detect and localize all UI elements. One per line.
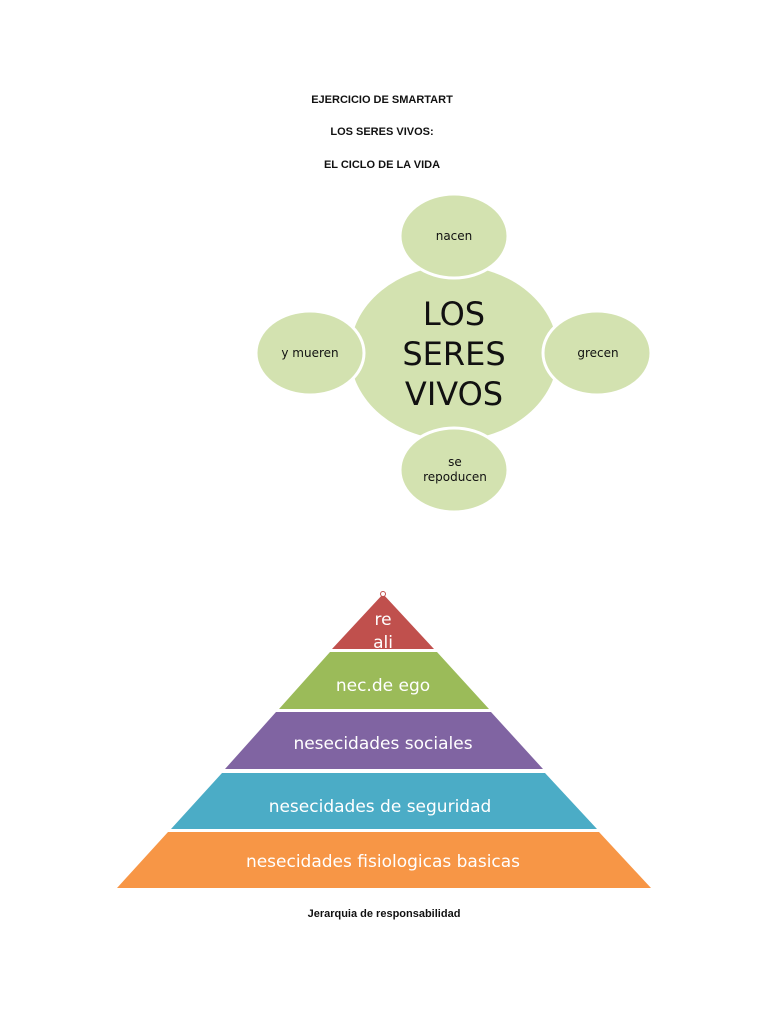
needs-pyramid: re ali nec.de ego nesecidades sociales n… xyxy=(117,591,651,888)
pyramid-level-2-label: nec.de ego xyxy=(336,676,430,696)
pyramid-level-5-label: nesecidades fisiologicas basicas xyxy=(246,852,520,872)
right-circle-label: grecen xyxy=(577,346,618,360)
pyramid-level-3-label: nesecidades sociales xyxy=(293,734,472,754)
center-circle xyxy=(350,266,558,440)
pyramid-caption: Jerarquia de responsabilidad xyxy=(307,908,461,920)
pyramid-level-2 xyxy=(279,652,489,709)
top-circle xyxy=(398,192,510,280)
bottom-circle-label-line-2: repoducen xyxy=(423,470,487,484)
bottom-circle xyxy=(398,426,510,514)
pyramid-level-1 xyxy=(332,594,434,649)
pyramid-level-1-label-line-1: re xyxy=(374,610,391,630)
title-line-2: LOS SERES VIVOS: xyxy=(330,126,434,138)
center-label-line-3: VIVOS xyxy=(405,375,503,413)
life-cycle-diagram: LOS SERES VIVOS nacen grecen se repoduce… xyxy=(254,192,653,514)
pyramid-level-5 xyxy=(117,832,651,888)
pyramid-apex-handle xyxy=(380,591,386,597)
pyramid-level-4-label: nesecidades de seguridad xyxy=(269,797,492,817)
title-line-1: EJERCICIO DE SMARTART xyxy=(311,94,453,106)
left-circle-label: y mueren xyxy=(281,346,338,360)
left-circle xyxy=(254,309,366,397)
center-label-line-2: SERES xyxy=(402,335,505,373)
right-circle xyxy=(541,309,653,397)
bottom-circle-label-line-1: se xyxy=(448,455,462,469)
top-circle-label: nacen xyxy=(436,229,473,243)
pyramid-level-3 xyxy=(225,712,543,769)
center-label-line-1: LOS xyxy=(423,295,485,333)
pyramid-level-4 xyxy=(171,773,597,829)
pyramid-level-1-label-line-2: ali xyxy=(373,633,393,653)
title-line-3: EL CICLO DE LA VIDA xyxy=(323,159,441,171)
